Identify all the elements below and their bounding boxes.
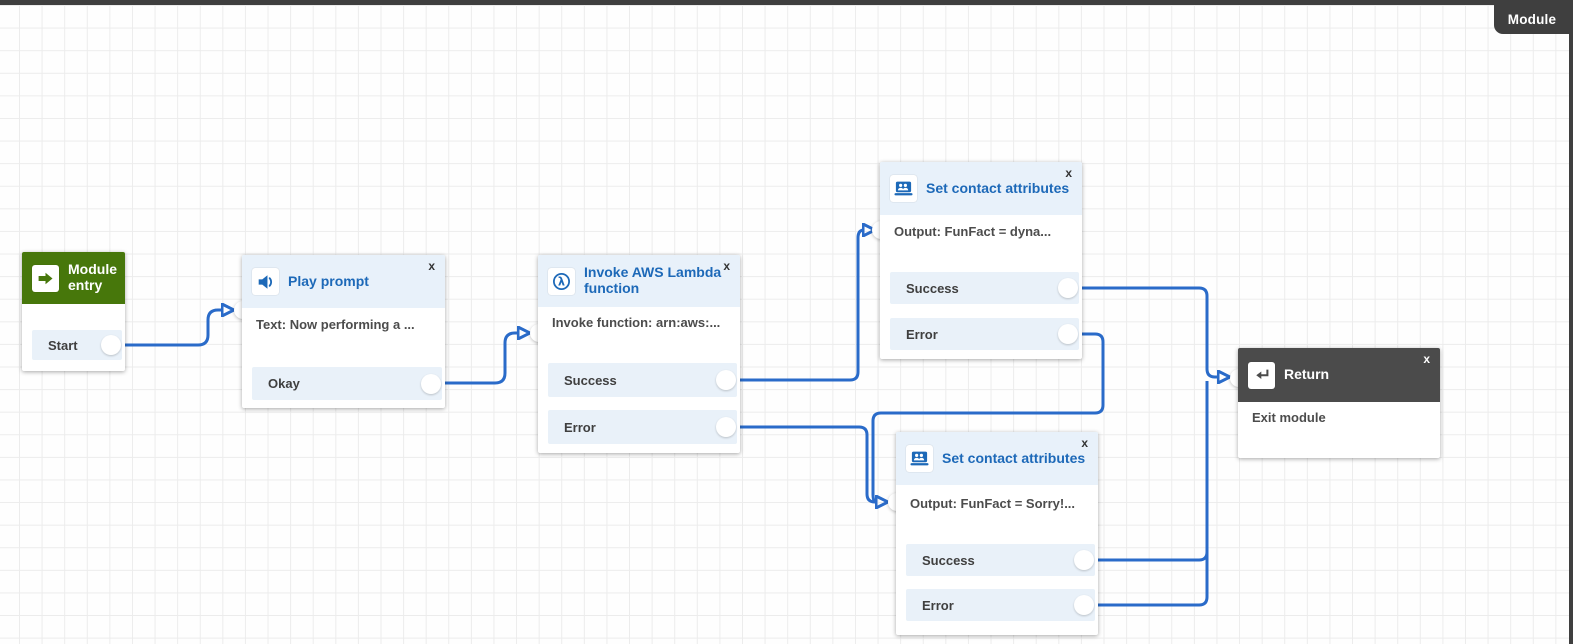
connection-lambda-error-to-setattrs-bottom[interactable]	[727, 425, 877, 502]
node-play-prompt[interactable]: Play prompt x Text: Now performing a ...…	[242, 255, 445, 408]
contact-attributes-icon	[906, 445, 933, 472]
node-summary: Text: Now performing a ...	[256, 317, 415, 332]
output-label: Error	[906, 326, 938, 342]
node-summary: Output: FunFact = Sorry!...	[910, 496, 1076, 511]
lambda-icon: λ	[548, 267, 575, 295]
connection-setattrs-top-error-to-setattrs-bottom[interactable]	[871, 332, 1105, 504]
node-title: Play prompt	[288, 272, 369, 289]
return-header: Return	[1238, 348, 1440, 402]
connection-setattrs-bottom-error-to-return[interactable]	[1085, 381, 1209, 607]
output-label: Success	[564, 372, 617, 388]
set-contact-attributes-header: Set contact attributes	[896, 432, 1098, 485]
output-row-start[interactable]: Start	[32, 330, 122, 360]
output-label: Okay	[268, 376, 300, 391]
close-icon[interactable]: x	[723, 259, 730, 273]
output-row-error[interactable]: Error	[906, 589, 1095, 621]
return-icon	[1248, 361, 1275, 389]
node-summary: Invoke function: arn:aws:...	[552, 315, 721, 330]
node-summary: Output: FunFact = dyna...	[894, 224, 1052, 239]
output-label: Start	[48, 337, 78, 353]
node-summary: Exit module	[1252, 410, 1326, 425]
module-tab[interactable]: Module	[1494, 5, 1573, 34]
output-label: Success	[922, 552, 975, 568]
output-port-success[interactable]	[1074, 550, 1094, 570]
output-port-okay[interactable]	[421, 373, 441, 394]
connection-setattrs-top-success-to-return[interactable]	[1069, 286, 1219, 377]
module-tab-label: Module	[1507, 12, 1557, 27]
output-row-success[interactable]: Success	[890, 272, 1079, 304]
close-icon[interactable]: x	[1081, 436, 1088, 450]
lambda-header: λ Invoke AWS Lambda function	[538, 255, 740, 307]
output-port-error[interactable]	[716, 417, 736, 437]
node-title: Return	[1284, 366, 1330, 383]
connection-okay-to-lambda[interactable]	[432, 333, 519, 385]
node-return[interactable]: Return x Exit module	[1238, 348, 1440, 458]
set-contact-attributes-header: Set contact attributes	[880, 162, 1082, 215]
output-row-success[interactable]: Success	[906, 544, 1095, 576]
output-row-error[interactable]: Error	[890, 318, 1079, 350]
node-title: Invoke AWS Lambda function	[584, 264, 722, 296]
node-module-entry[interactable]: Module entry Start	[22, 252, 125, 371]
output-label: Error	[564, 419, 596, 435]
speaker-icon	[252, 268, 279, 295]
output-row-success[interactable]: Success	[548, 363, 737, 397]
top-bar	[0, 0, 1573, 5]
connection-start-to-playprompt[interactable]	[112, 310, 223, 347]
node-title: Module entry	[68, 261, 117, 293]
output-row-okay[interactable]: Okay	[252, 367, 442, 400]
output-port-error[interactable]	[1074, 595, 1094, 615]
module-entry-arrow-icon	[32, 264, 59, 292]
output-port-success[interactable]	[1058, 278, 1078, 298]
node-set-contact-attributes-bottom[interactable]: Set contact attributes x Output: FunFact…	[896, 432, 1098, 635]
output-label: Error	[922, 597, 954, 613]
close-icon[interactable]: x	[1423, 352, 1430, 366]
node-title: Set contact attributes	[942, 449, 1086, 466]
output-row-error[interactable]: Error	[548, 410, 737, 444]
output-port-success[interactable]	[716, 370, 736, 390]
close-icon[interactable]: x	[1065, 166, 1072, 180]
node-set-contact-attributes-top[interactable]: Set contact attributes x Output: FunFact…	[880, 162, 1082, 359]
close-icon[interactable]: x	[428, 259, 435, 273]
module-entry-header: Module entry	[22, 252, 125, 304]
play-prompt-header: Play prompt	[242, 255, 445, 308]
output-port-start[interactable]	[101, 335, 121, 355]
output-port-error[interactable]	[1058, 324, 1078, 344]
node-invoke-lambda[interactable]: λ Invoke AWS Lambda function x Invoke fu…	[538, 255, 740, 453]
node-title: Set contact attributes	[926, 179, 1070, 196]
svg-text:λ: λ	[558, 275, 565, 288]
connection-lambda-success-to-setattrs-top[interactable]	[727, 230, 864, 382]
contact-attributes-icon	[890, 175, 917, 202]
output-label: Success	[906, 280, 959, 296]
right-panel-edge	[1569, 0, 1573, 644]
